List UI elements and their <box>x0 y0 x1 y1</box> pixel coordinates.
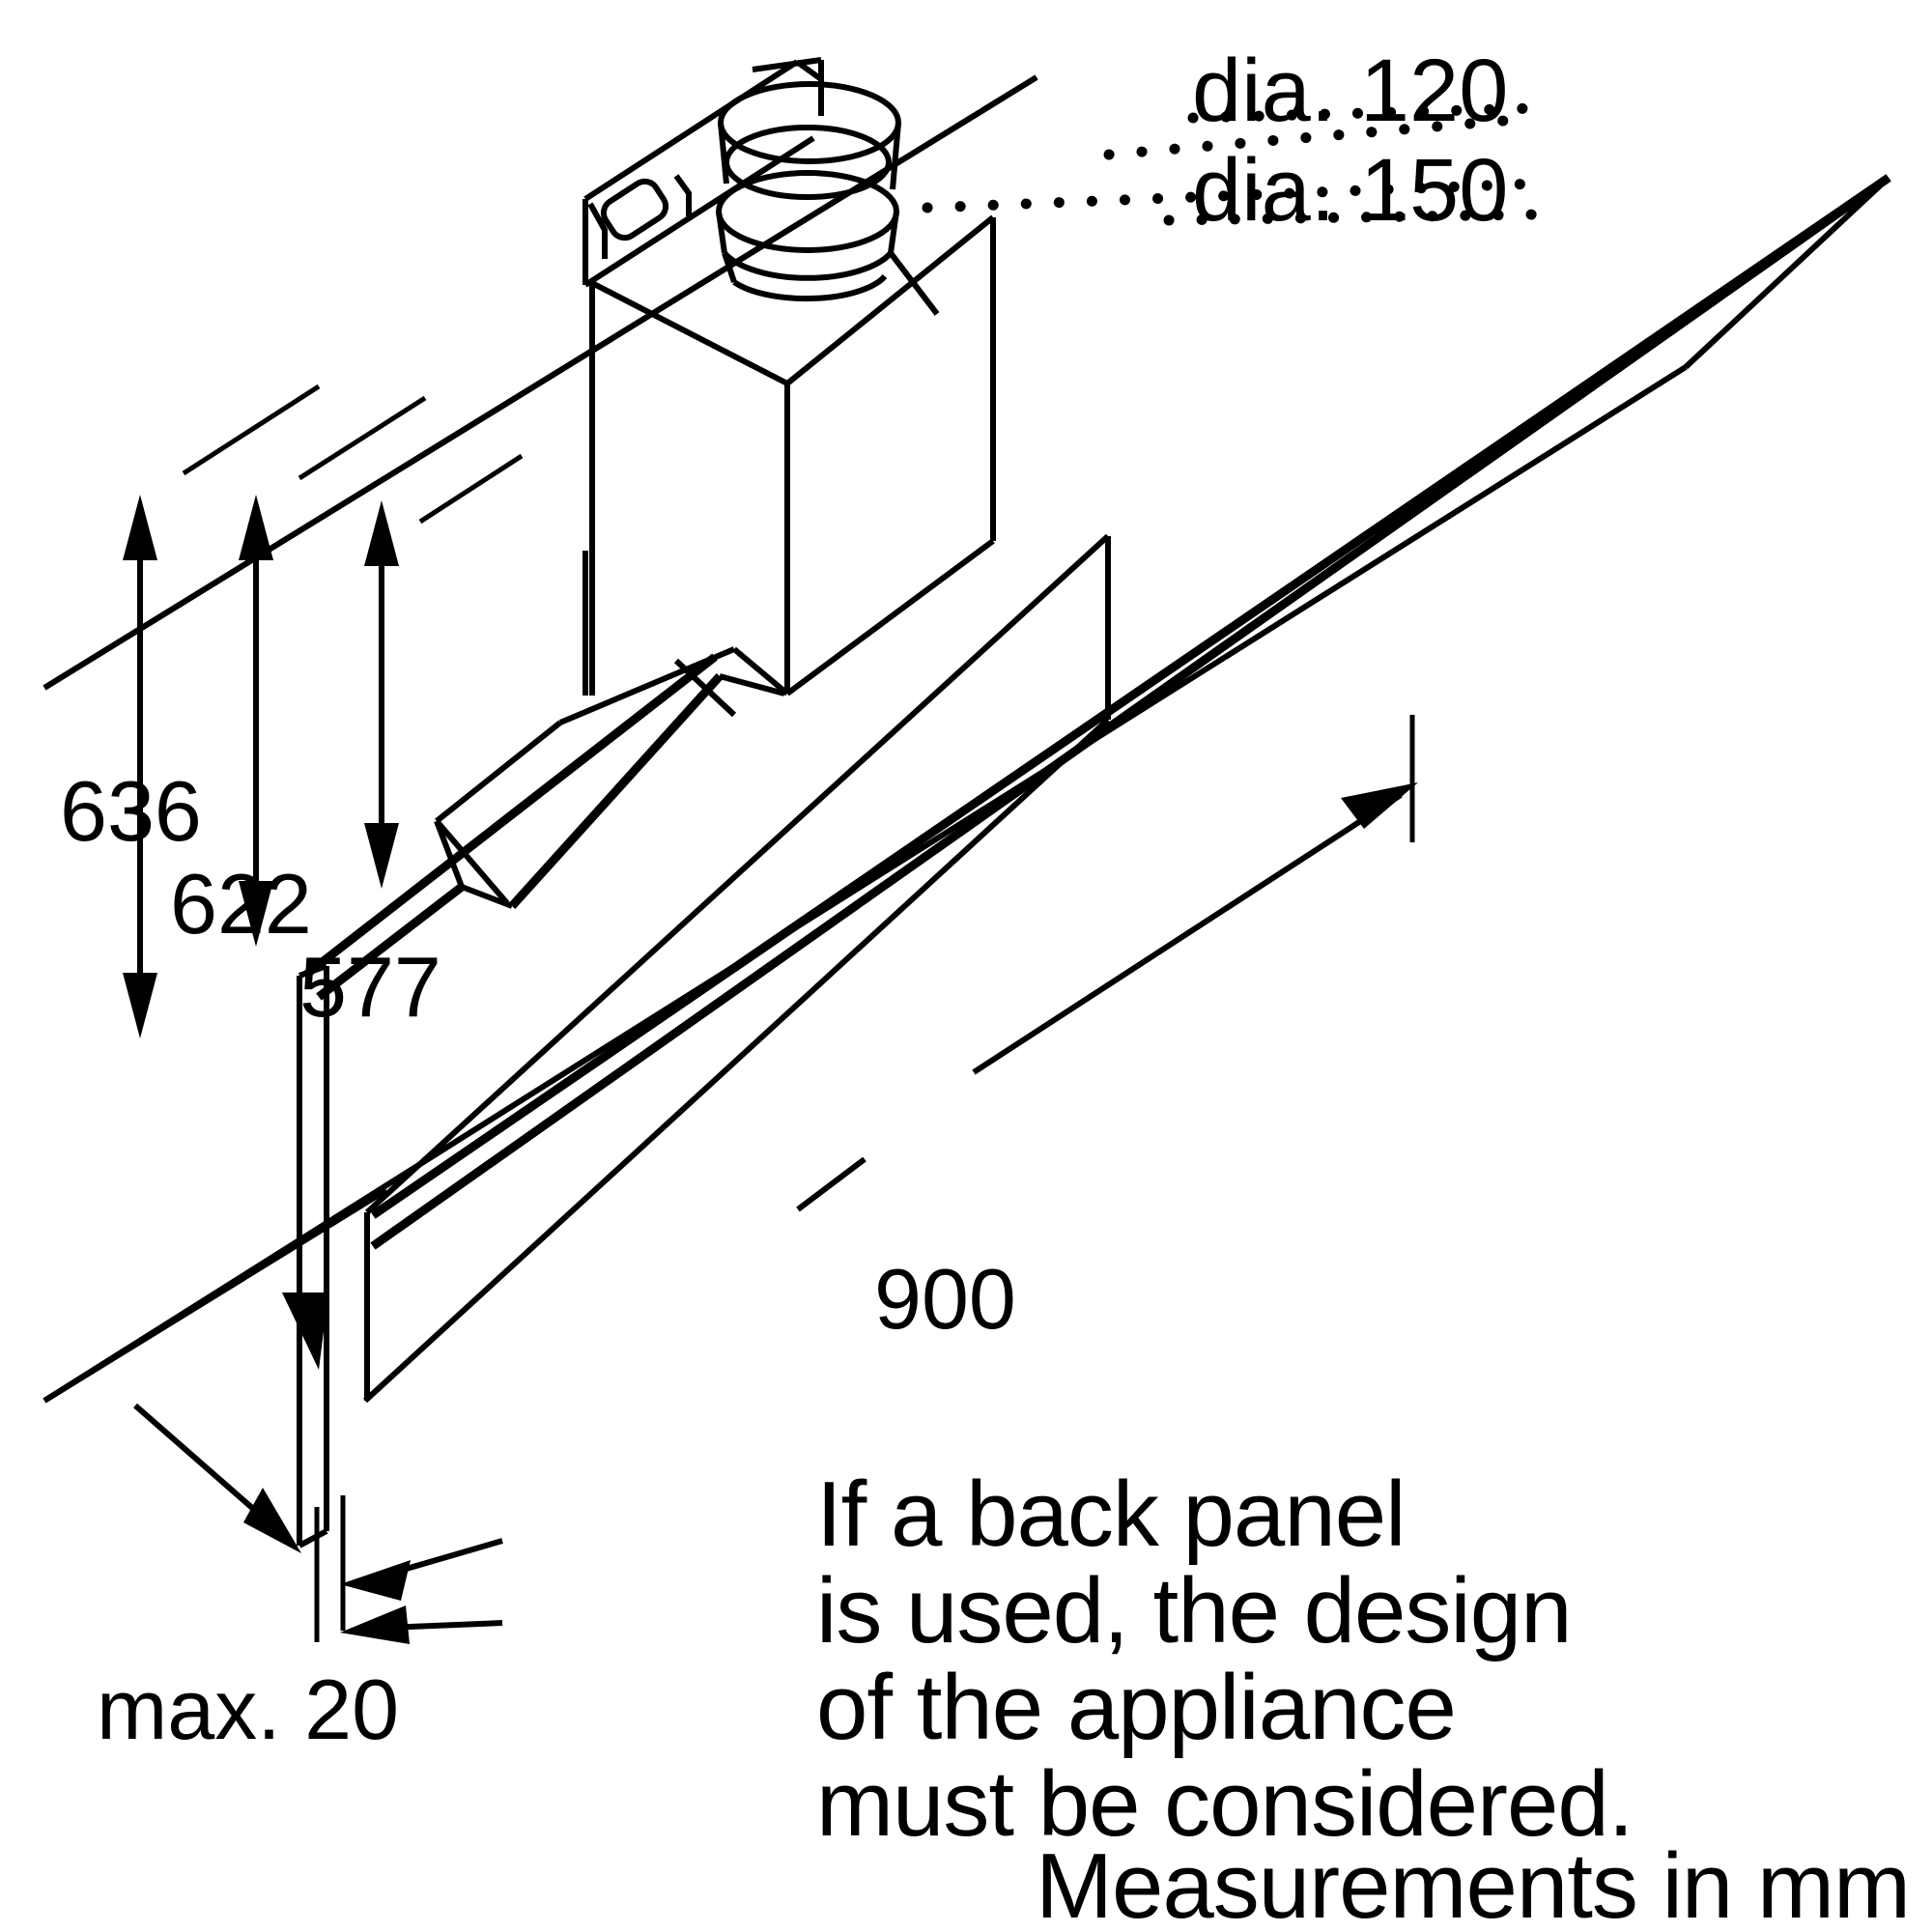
dim-622-extension-leader <box>298 395 427 481</box>
chimney-lid-right-edge <box>785 214 995 386</box>
dim-900-arrowhead-right <box>1341 782 1418 829</box>
duct-skirt-left-line <box>722 252 737 283</box>
dim-622-arrowhead-down <box>239 881 273 947</box>
rail-upper-long-line <box>583 59 799 202</box>
chimney-box-group <box>582 214 996 696</box>
panel-bottom-cap-line <box>298 1528 328 1548</box>
dim-636-extension-leader <box>182 384 321 476</box>
wall-edge-bottom-line <box>43 364 1688 1404</box>
duct-flange-left-line <box>716 211 727 254</box>
dim-577-arrowhead-down <box>364 823 399 889</box>
dim-thickness-arrowhead-right <box>340 1560 411 1601</box>
mounting-rail-group <box>582 57 824 288</box>
chute-upper-line <box>304 653 718 978</box>
wall-edge-second-line <box>43 74 1038 691</box>
chute-ridge-line-2 <box>719 673 785 696</box>
chute-mid-line <box>434 819 510 905</box>
chute-ridge-line <box>673 658 737 718</box>
rail-back-line <box>795 59 823 82</box>
label-dim-636: 636 <box>60 763 202 859</box>
dim-636-arrowhead-down <box>123 973 157 1038</box>
duct-skirt-bottom-arc <box>732 273 888 302</box>
thickness-dimension-group <box>133 1293 503 1644</box>
rail-slot-shape <box>600 178 669 242</box>
duct-tube-left-line <box>718 122 729 185</box>
duct-outlet-group <box>716 81 940 316</box>
dim-636-arrowhead-up <box>123 495 157 560</box>
wall-band-lower-diagonal <box>370 174 1891 1250</box>
dim-577-extension-leader <box>418 453 524 525</box>
chimney-lid-front-edge <box>590 280 789 386</box>
note-line-3: of the appliance <box>816 1656 1456 1759</box>
rail-slot-outer-left <box>587 202 608 259</box>
note-line-2: is used, the design <box>816 1559 1572 1662</box>
thickness-top-marker <box>282 1293 328 1370</box>
chute-to-body-line <box>732 646 789 696</box>
label-dim-900: 900 <box>874 1251 1016 1347</box>
duct-tube-right-line <box>890 122 901 190</box>
chimney-bottom-joint-line <box>785 538 995 696</box>
chute-lower-line <box>316 883 465 1001</box>
rail-slot-outer-right <box>673 174 692 220</box>
label-dim-577: 577 <box>299 939 441 1035</box>
dim-thickness-arrowhead-left <box>243 1488 301 1553</box>
label-panel-thickness: max. 20 <box>97 1662 399 1757</box>
duct-flange-right-line <box>888 211 899 254</box>
chute-box-left <box>434 819 465 889</box>
dia-leader-lines <box>922 102 1542 226</box>
chute-box-top <box>435 720 562 824</box>
wall-plane-group <box>43 74 1891 1404</box>
dim-900-line-left <box>796 1156 867 1212</box>
duct-flange-bottom-arc <box>722 250 894 281</box>
dim-900-line-right <box>972 792 1403 1075</box>
chute-box-top-2 <box>460 884 514 909</box>
chute-upper-band-line <box>508 672 724 910</box>
label-dim-622: 622 <box>170 856 312 952</box>
hood-canopy-group <box>297 533 1111 1548</box>
dia-150-leader-dotted <box>922 178 1542 213</box>
rail-body-bottom-line <box>583 135 815 288</box>
note-line-4: must be considered. <box>816 1752 1633 1856</box>
dim-thickness-arrowhead-right-2 <box>340 1605 410 1644</box>
duct-skirt-right-line <box>888 251 940 316</box>
label-dia-120: dia. 120 <box>1192 42 1508 140</box>
vertical-dimension-lines <box>123 384 524 1038</box>
wall-plane-right-tip-line <box>1683 175 1891 370</box>
label-dia-150: dia. 150 <box>1192 141 1508 240</box>
note-line-1: If a back panel <box>816 1463 1405 1566</box>
dim-622-arrowhead-up <box>239 495 273 560</box>
glass-panel-top-edge <box>364 533 1111 1215</box>
dim-577-arrowhead-up <box>364 500 399 566</box>
note-units: Measurements in mm <box>1036 1834 1910 1932</box>
glass-panel-bottom-edge <box>362 717 1111 1404</box>
dia-150-leader-dotted-lower <box>1163 209 1542 226</box>
width-dimension-group <box>796 715 1418 1212</box>
chute-band-top <box>558 646 736 725</box>
rail-top-front-line <box>752 57 822 72</box>
dia-120-leader-dotted <box>1103 113 1532 160</box>
